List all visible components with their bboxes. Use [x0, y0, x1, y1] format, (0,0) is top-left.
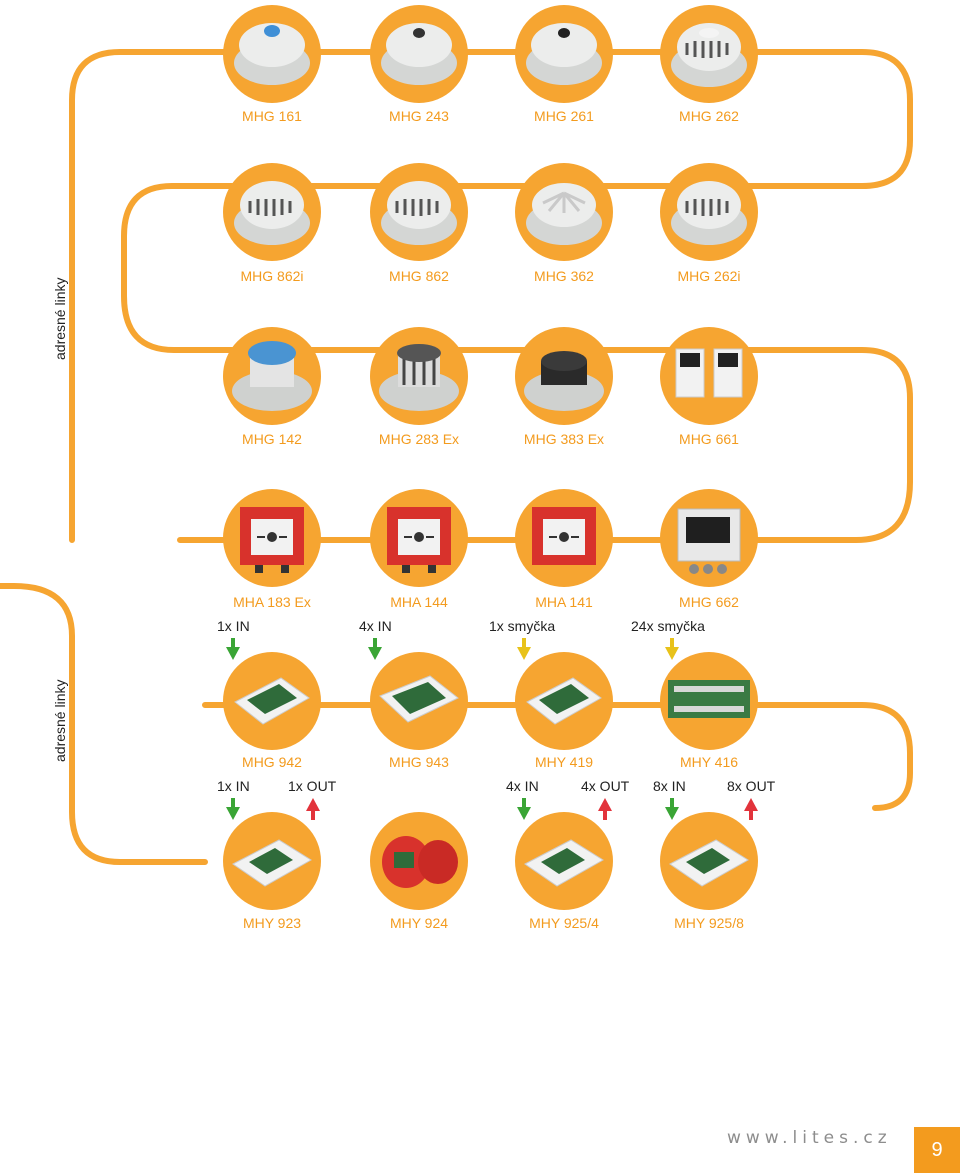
side-label-bottom: adresné linky [52, 679, 68, 763]
device-node [370, 163, 468, 261]
module-board-icon [526, 677, 602, 725]
device-label: MHG 661 [679, 431, 739, 447]
in-arrow-icon [226, 798, 240, 820]
display-box-icon [677, 508, 741, 574]
device-label: MHG 262 [679, 108, 739, 124]
device-label: MHA 141 [535, 594, 593, 610]
detector-slotted-icon [234, 181, 310, 245]
device-node [515, 812, 613, 910]
device-label: MHG 362 [534, 268, 594, 284]
page-number: 9 [914, 1127, 960, 1173]
device-node [515, 489, 613, 587]
device-node [223, 5, 321, 103]
io-label: 4x IN [506, 778, 539, 794]
ex-detector-black-icon [524, 351, 604, 411]
device-label: MHG 243 [389, 108, 449, 124]
device-label: MHY 925/4 [529, 915, 599, 931]
device-label: MHA 183 Ex [233, 594, 311, 610]
module-box-icon [669, 839, 749, 887]
device-node [370, 489, 468, 587]
io-label: 4x IN [359, 618, 392, 634]
detector-heat-icon [526, 183, 602, 245]
module-board-icon [379, 675, 459, 723]
detector-slotted-icon [671, 181, 747, 245]
call-point-icon [532, 507, 596, 565]
device-node [660, 652, 758, 750]
device-node [370, 5, 468, 103]
detector-dark-icon [526, 23, 602, 85]
device-node [223, 327, 321, 425]
io-label: 4x OUT [581, 778, 630, 794]
device-node [660, 327, 758, 425]
device-node [660, 163, 758, 261]
module-board-icon [234, 677, 310, 725]
device-node [660, 5, 758, 103]
device-node [223, 652, 321, 750]
io-label: 1x IN [217, 618, 250, 634]
device-label: MHG 261 [534, 108, 594, 124]
module-box-icon [524, 839, 604, 887]
in-arrow-icon [368, 638, 382, 660]
device-label: MHY 419 [534, 754, 594, 770]
device-node [370, 652, 468, 750]
device-node [515, 652, 613, 750]
detector-slotted-icon [381, 181, 457, 245]
device-label: MHG 383 Ex [523, 431, 605, 447]
device-node [660, 812, 758, 910]
device-label: MHG 862i [240, 268, 304, 284]
device-node [515, 163, 613, 261]
device-node [515, 5, 613, 103]
io-label: 1x OUT [288, 778, 337, 794]
in-arrow-icon [517, 798, 531, 820]
ex-detector-cage-icon [379, 344, 459, 411]
device-label: MHY 923 [242, 915, 302, 931]
detector-blue-icon [234, 23, 310, 85]
device-label: MHY 416 [679, 754, 739, 770]
device-node [223, 489, 321, 587]
siren-icon [382, 836, 458, 888]
beam-detector-icon [675, 348, 743, 398]
io-label: 1x IN [217, 778, 250, 794]
device-label: MHG 942 [242, 754, 302, 770]
device-node [370, 327, 468, 425]
call-point-icon [387, 507, 451, 573]
device-node [223, 163, 321, 261]
io-label: 8x OUT [727, 778, 776, 794]
device-label: MHG 283 Ex [378, 431, 460, 447]
device-label: MHG 142 [242, 431, 302, 447]
device-label: MHA 144 [390, 594, 448, 610]
device-label: MHG 161 [242, 108, 302, 124]
device-label: MHY 924 [389, 915, 449, 931]
call-point-icon [240, 507, 304, 573]
in-arrow-icon [665, 798, 679, 820]
loop-arrow-icon [517, 638, 531, 660]
device-label: MHY 925/8 [674, 915, 744, 931]
website-link[interactable]: www.lites.cz [727, 1128, 892, 1148]
in-arrow-icon [226, 638, 240, 660]
out-arrow-icon [306, 798, 320, 820]
module-box-icon [232, 839, 312, 887]
out-arrow-icon [744, 798, 758, 820]
io-label: 1x smyčka [489, 618, 556, 634]
detector-dark-icon [381, 23, 457, 85]
device-label: MHG 862 [389, 268, 449, 284]
device-node [370, 812, 468, 910]
device-node [223, 812, 321, 910]
loop-arrow-icon [665, 638, 679, 660]
ex-detector-blue-icon [232, 341, 312, 411]
pcb-icon [668, 680, 750, 718]
io-label: 8x IN [653, 778, 686, 794]
detector-slotted-icon [671, 23, 747, 87]
side-label-top: adresné linky [52, 277, 68, 361]
io-label: 24x smyčka [631, 618, 705, 634]
device-label: MHG 943 [389, 754, 449, 770]
device-node [660, 489, 758, 587]
device-label: MHG 262i [677, 268, 741, 284]
device-node [515, 327, 613, 425]
device-label: MHG 662 [679, 594, 739, 610]
out-arrow-icon [598, 798, 612, 820]
